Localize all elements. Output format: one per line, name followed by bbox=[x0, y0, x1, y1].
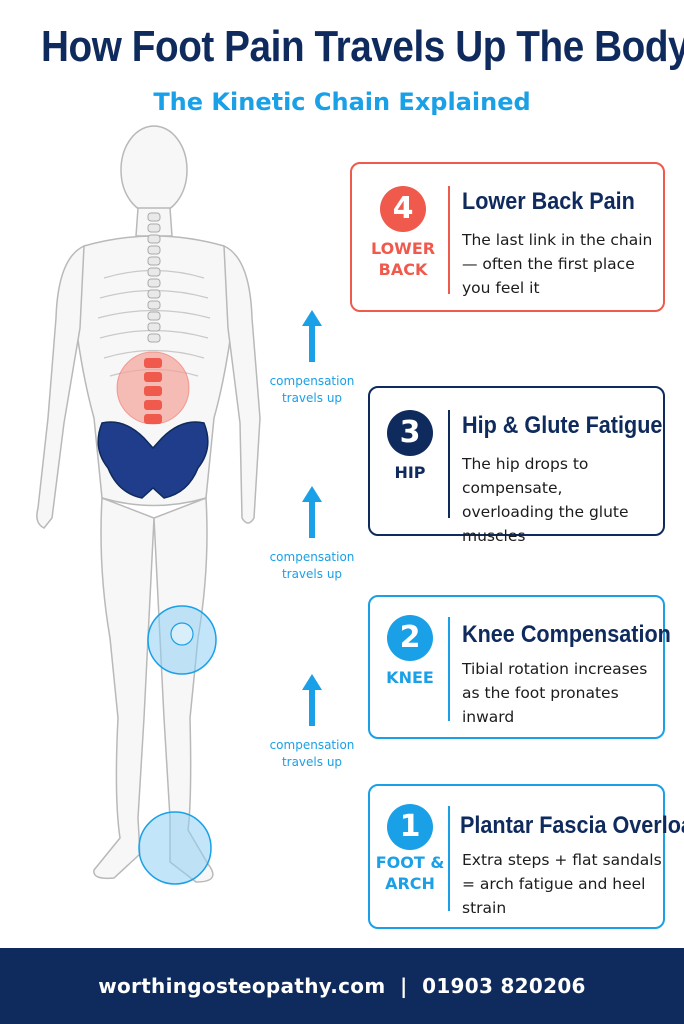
left-arm-outline bbox=[36, 244, 85, 529]
card-body-region-tag: LOWER BACK bbox=[370, 239, 436, 279]
card-divider bbox=[448, 617, 450, 721]
card-number-badge: 3 bbox=[387, 410, 433, 456]
card-body-region-tag: KNEE bbox=[386, 668, 434, 687]
kneecap bbox=[170, 622, 194, 646]
compensation-arrow: compensation travels up bbox=[262, 486, 362, 583]
page-subtitle: The Kinetic Chain Explained bbox=[153, 88, 531, 116]
left-leg-outline bbox=[93, 496, 155, 880]
foot-highlight bbox=[138, 811, 212, 885]
card-knee: 2 KNEE Knee Compensation Tibial rotation… bbox=[368, 595, 671, 739]
page-title: How Foot Pain Travels Up The Body bbox=[41, 22, 684, 71]
card-description: Extra steps + flat sandals = arch fatigu… bbox=[462, 851, 662, 917]
card-number-badge: 4 bbox=[380, 186, 426, 232]
lumbar-vertebrae bbox=[144, 358, 162, 424]
card-body-region-tag: HIP bbox=[394, 463, 426, 482]
arrow-label: compensation travels up bbox=[269, 738, 355, 769]
footer-contact-bar: worthingosteopathy.com | 01903 820206 bbox=[0, 948, 684, 1024]
arrow-up-icon bbox=[302, 310, 322, 362]
card-title: Lower Back Pain bbox=[462, 188, 635, 215]
card-number-badge: 2 bbox=[387, 615, 433, 661]
compensation-arrow: compensation travels up bbox=[262, 310, 362, 407]
card-body-region-tag: FOOT & ARCH bbox=[375, 853, 445, 893]
card-divider bbox=[448, 806, 450, 911]
card-foot-arch: 1 FOOT & ARCH Plantar Fascia Overload Ex… bbox=[368, 784, 684, 929]
arrow-label: compensation travels up bbox=[269, 550, 355, 581]
right-arm-outline bbox=[223, 244, 261, 524]
card-description: The hip drops to compensate, overloading… bbox=[462, 455, 629, 545]
card-lower-back: 4 LOWER BACK Lower Back Pain The last li… bbox=[350, 162, 665, 312]
pelvis-highlight bbox=[97, 421, 209, 499]
arrow-up-icon bbox=[302, 674, 322, 726]
card-title: Knee Compensation bbox=[462, 621, 671, 648]
card-number-badge: 1 bbox=[387, 804, 433, 850]
spine bbox=[147, 212, 161, 343]
arrow-up-icon bbox=[302, 486, 322, 538]
head-outline bbox=[120, 125, 188, 215]
card-title: Hip & Glute Fatigue bbox=[462, 412, 663, 439]
card-description: Tibial rotation increases as the foot pr… bbox=[462, 660, 648, 726]
card-description: The last link in the chain — often the f… bbox=[462, 231, 653, 297]
compensation-arrow: compensation travels up bbox=[262, 674, 362, 771]
skeleton-figure-illustration bbox=[36, 125, 261, 885]
card-title: Plantar Fascia Overload bbox=[460, 812, 684, 839]
arrow-label: compensation travels up bbox=[269, 374, 355, 405]
card-hip: 3 HIP Hip & Glute Fatigue The hip drops … bbox=[368, 386, 665, 545]
card-divider bbox=[448, 186, 450, 294]
card-divider bbox=[448, 410, 450, 518]
footer-contact-text: worthingosteopathy.com | 01903 820206 bbox=[98, 974, 586, 998]
right-leg-outline bbox=[153, 496, 214, 883]
